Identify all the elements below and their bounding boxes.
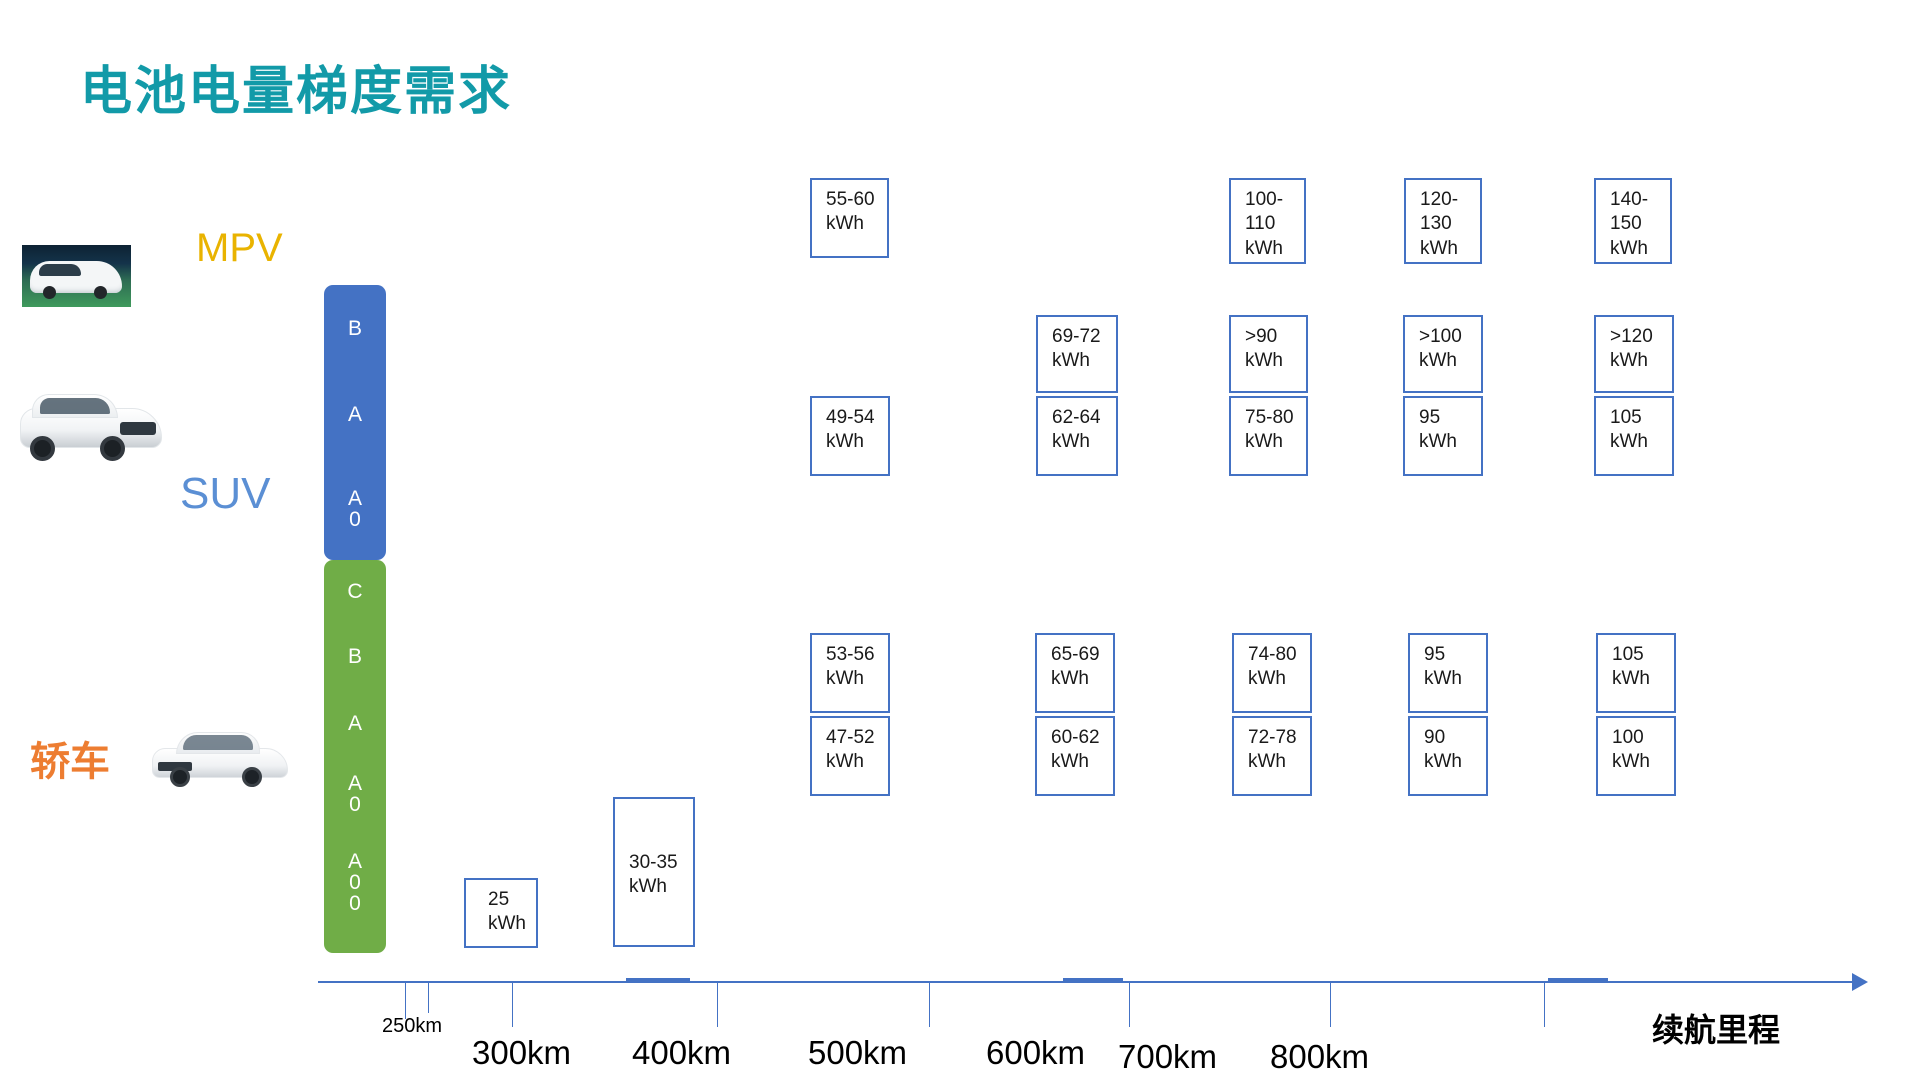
segment-label-suv: SUV [180, 469, 271, 518]
sedan-wheel-rear-icon [242, 767, 262, 787]
axis-label-250km: 250km [382, 1015, 443, 1037]
mpv-wheel-front-icon [43, 286, 56, 299]
sedan-car-glass [183, 735, 253, 750]
axis-tick-500km [929, 981, 930, 1027]
axis-tick-400km [717, 981, 718, 1027]
kwh-box-suv-b-700km: >100 kWh [1403, 315, 1483, 393]
axis-label-400km: 400km [632, 1034, 732, 1071]
kwh-box-suv-b-500km: 69-72 kWh [1036, 315, 1118, 393]
kwh-box-sedan-a0-300km: 30-35 kWh [613, 797, 695, 947]
kwh-box-suv-a-700km: 95 kWh [1403, 396, 1483, 476]
kwh-box-mpv-800km: 140- 150 kWh [1594, 178, 1672, 264]
axis-tick-300km [512, 981, 513, 1027]
axis-tick-unlabeled [405, 981, 406, 1019]
axis-thick-segment-2 [1063, 978, 1123, 982]
kwh-box-sedan-a-800km: 100 kWh [1596, 716, 1676, 796]
kwh-box-sedan-a-700km: 90 kWh [1408, 716, 1488, 796]
axis-label-800km: 800km [1270, 1038, 1370, 1075]
kwh-box-suv-b-800km: >120 kWh [1594, 315, 1674, 393]
axis-thick-segment-1 [626, 978, 690, 982]
axis-arrowhead-icon [1852, 973, 1868, 991]
class-cell-c: C [347, 579, 363, 603]
mpv-wheel-rear-icon [94, 286, 107, 299]
suv-car-glass [40, 398, 110, 414]
kwh-box-sedan-a00-250km: 25 kWh [464, 878, 538, 948]
axis-tick-250km [428, 981, 429, 1013]
class-cell-a: A [347, 402, 362, 426]
sedan-grille [158, 762, 192, 771]
axis-label-500km: 500km [808, 1034, 908, 1071]
kwh-box-sedan-a-500km: 60-62 kWh [1035, 716, 1115, 796]
axis-tick-800km [1544, 981, 1545, 1027]
mpv-car-glass [39, 264, 81, 276]
suv-wheel-front-icon [100, 436, 125, 461]
segment-label-mpv: MPV [196, 226, 283, 270]
kwh-box-suv-b-600km: >90 kWh [1229, 315, 1308, 393]
kwh-box-sedan-b-400km: 53-56 kWh [810, 633, 890, 713]
axis-line [318, 981, 1856, 983]
kwh-box-suv-a-500km: 62-64 kWh [1036, 396, 1118, 476]
kwh-box-sedan-b-700km: 95 kWh [1408, 633, 1488, 713]
kwh-box-sedan-b-600km: 74-80 kWh [1232, 633, 1312, 713]
suv-wheel-rear-icon [30, 436, 55, 461]
axis-title: 续航里程 [1652, 1012, 1781, 1048]
page-title: 电池电量梯度需求 [80, 63, 513, 121]
class-cell-b: B [347, 316, 362, 340]
kwh-box-mpv-600km: 100- 110 kWh [1229, 178, 1306, 264]
kwh-box-suv-a-800km: 105 kWh [1594, 396, 1674, 476]
mpv-vehicle-photo [22, 245, 131, 307]
sedan-vehicle-photo [150, 722, 290, 792]
suv-grille [120, 422, 156, 435]
class-cell-a-lower: A [347, 711, 362, 735]
kwh-box-sedan-a-400km: 47-52 kWh [810, 716, 890, 796]
kwh-box-suv-a-400km: 49-54 kWh [810, 396, 890, 476]
axis-label-300km: 300km [472, 1034, 572, 1071]
kwh-box-mpv-700km: 120- 130 kWh [1404, 178, 1482, 264]
axis-tick-700km [1330, 981, 1331, 1027]
kwh-box-sedan-a-600km: 72-78 kWh [1232, 716, 1312, 796]
suv-vehicle-photo [16, 382, 166, 466]
kwh-box-sedan-b-800km: 105 kWh [1596, 633, 1676, 713]
axis-tick-600km [1129, 981, 1130, 1027]
sedan-wheel-front-icon [170, 767, 190, 787]
axis-label-600km: 600km [986, 1034, 1086, 1071]
axis-thick-segment-3 [1548, 978, 1608, 982]
class-cell-b-lower: B [347, 644, 362, 668]
axis-label-700km: 700km [1118, 1038, 1218, 1075]
kwh-box-mpv-400km: 55-60 kWh [810, 178, 889, 258]
kwh-box-sedan-b-500km: 65-69 kWh [1035, 633, 1115, 713]
kwh-box-suv-a-600km: 75-80 kWh [1229, 396, 1308, 476]
segment-label-sedan: 轿车 [30, 740, 110, 784]
